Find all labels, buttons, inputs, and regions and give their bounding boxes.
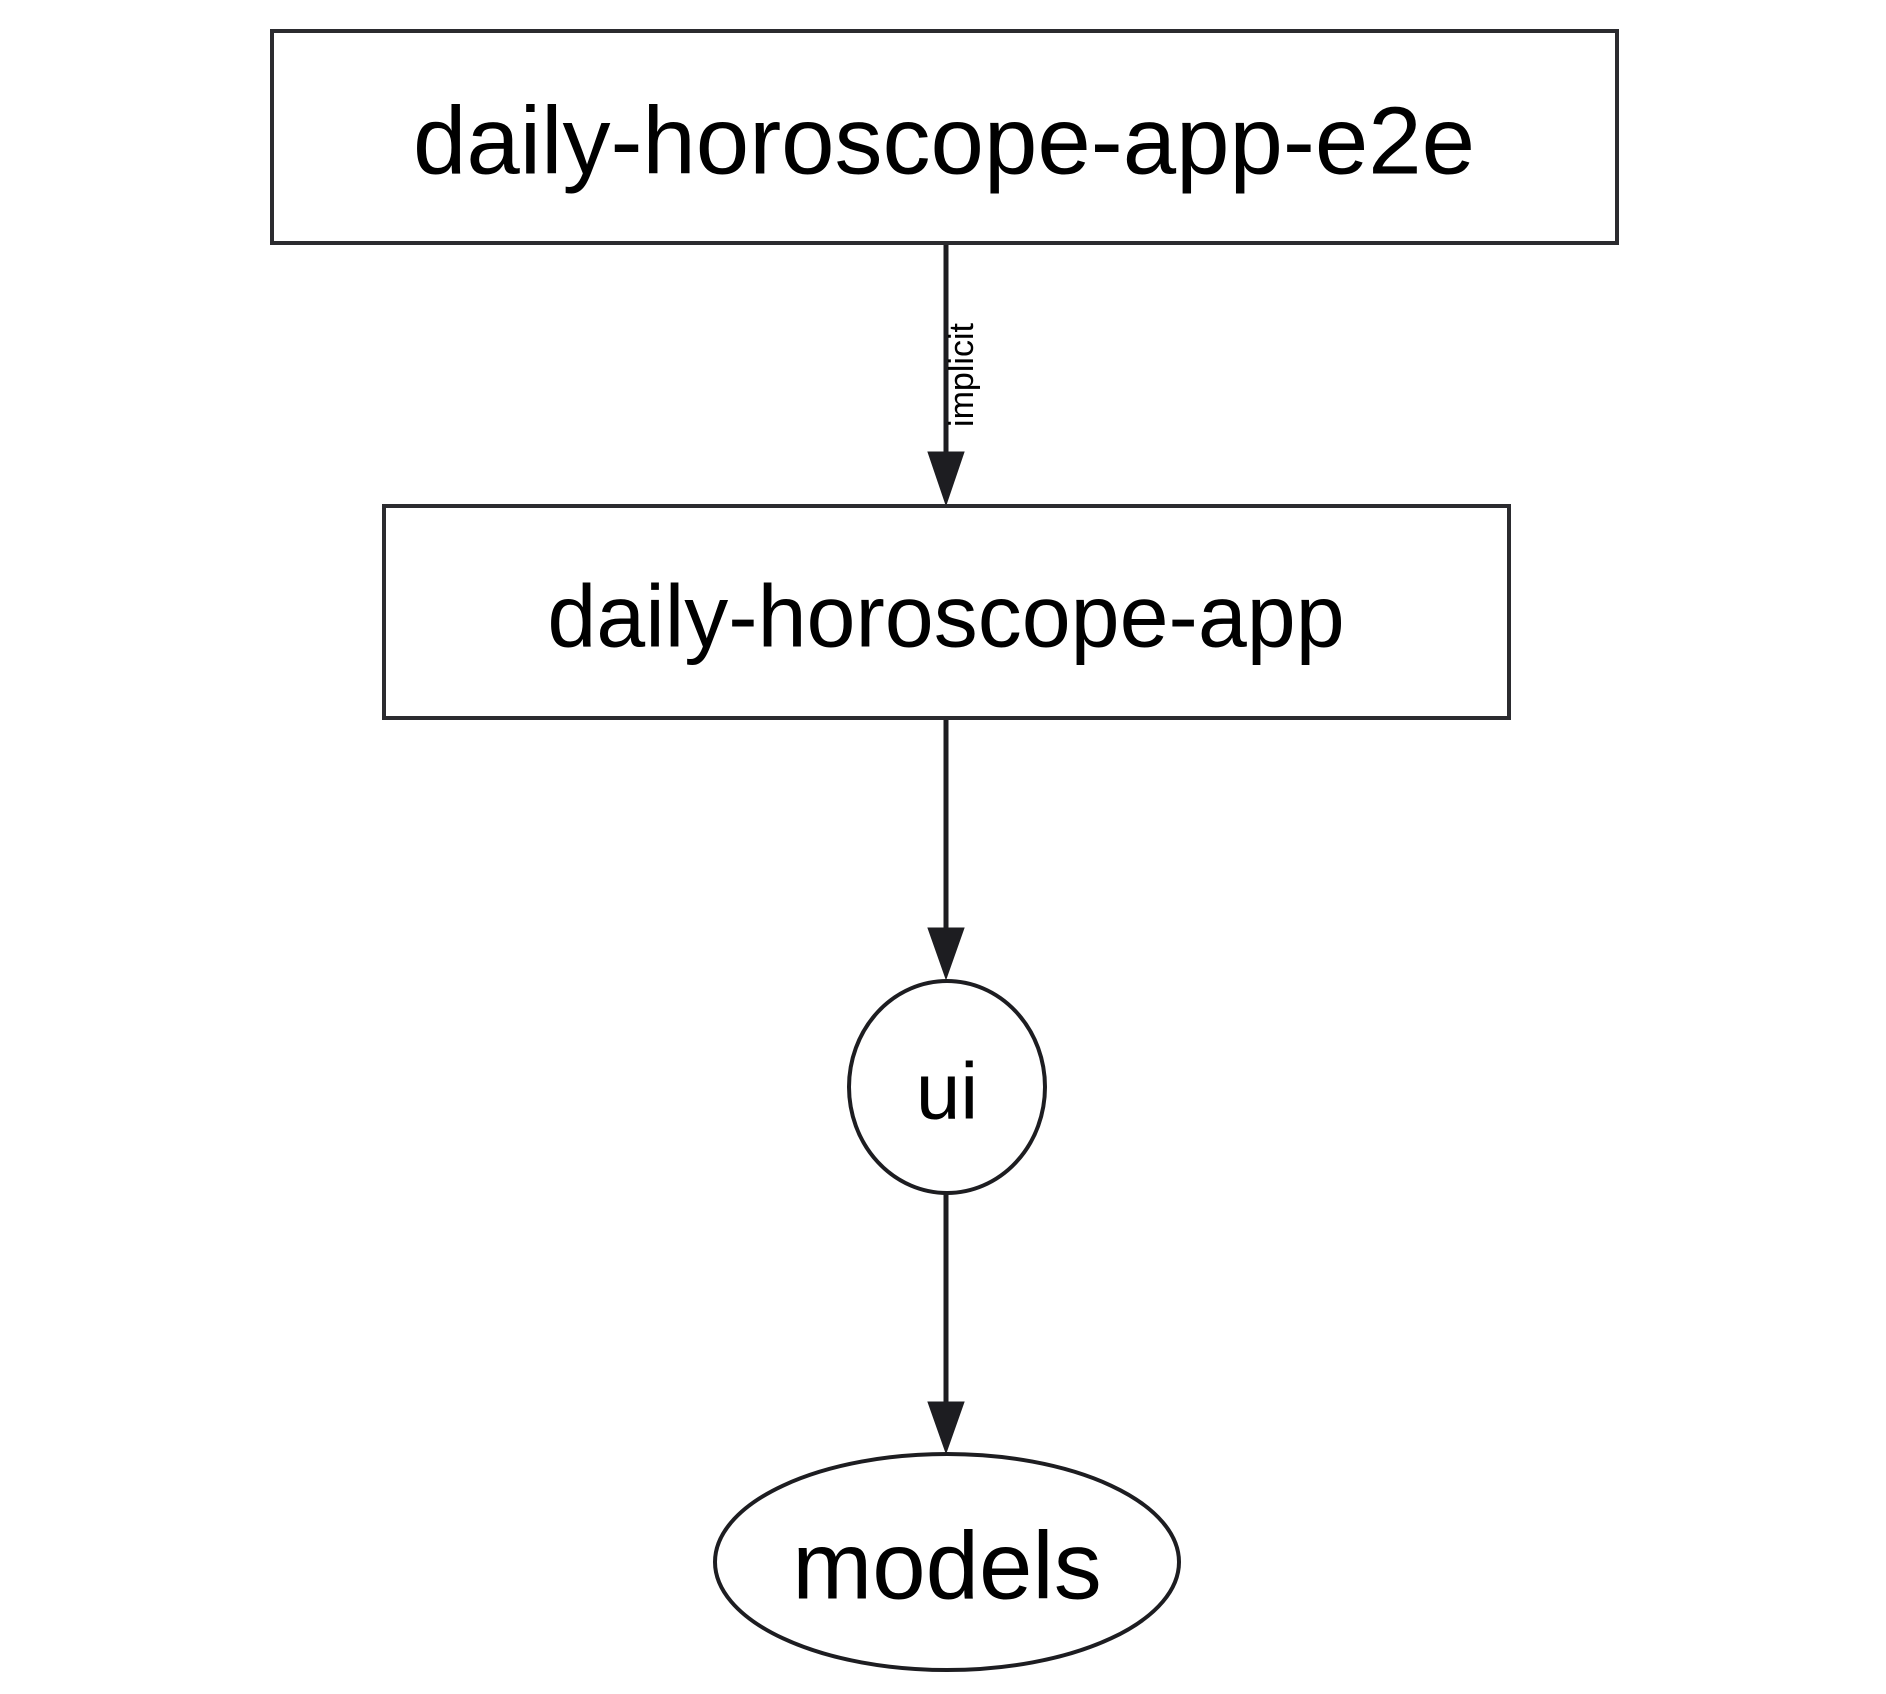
node-label-e2e: daily-horoscope-app-e2e <box>413 88 1475 195</box>
arrowhead-icon <box>927 451 965 507</box>
edge-ui-to-models[interactable] <box>927 1193 965 1455</box>
node-ellipse-models[interactable] <box>713 1452 1181 1672</box>
edge-e2e-to-app[interactable]: implicit <box>927 245 981 507</box>
edge-app-to-ui[interactable] <box>927 720 965 981</box>
node-label-app: daily-horoscope-app <box>547 567 1344 666</box>
node-models[interactable]: models <box>713 1452 1181 1672</box>
node-daily-horoscope-app-e2e[interactable]: daily-horoscope-app-e2e <box>270 29 1619 245</box>
arrowhead-icon <box>927 927 965 981</box>
arrowhead-icon <box>927 1401 965 1455</box>
node-label-models: models <box>792 1513 1101 1620</box>
edge-label-implicit: implicit <box>943 323 981 427</box>
node-label-ui: ui <box>916 1047 978 1136</box>
node-daily-horoscope-app[interactable]: daily-horoscope-app <box>382 504 1511 720</box>
node-rect-e2e[interactable] <box>270 29 1619 245</box>
node-ui[interactable]: ui <box>847 979 1047 1195</box>
node-rect-app[interactable] <box>382 504 1511 720</box>
